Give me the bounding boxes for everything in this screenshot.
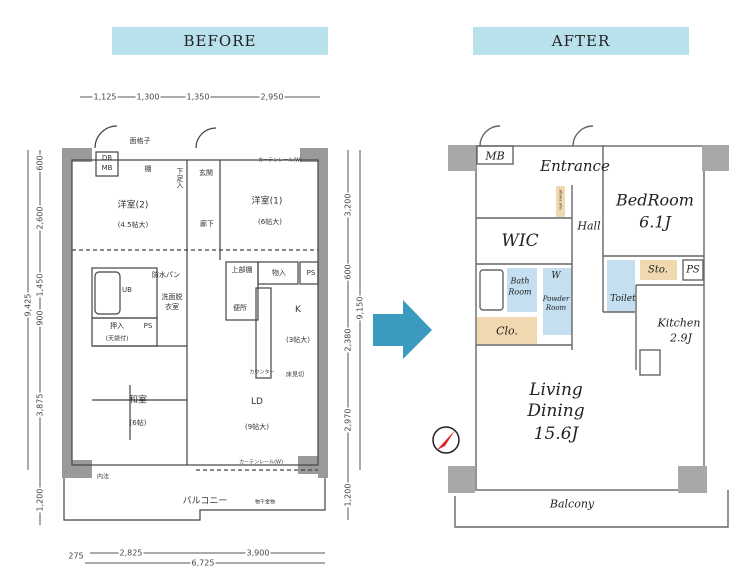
before-header: BEFORE	[112, 27, 328, 55]
label-curtain-top: カーテンレール(W)	[258, 157, 302, 164]
label-upper-shelf: 上部棚	[231, 266, 253, 274]
label-pan: 防水パン	[151, 271, 181, 279]
after-wic: WIC	[501, 231, 539, 251]
top-dim: 1,125	[92, 92, 118, 102]
label-washroom: 洗面脱衣室	[161, 293, 183, 311]
after-dining: Dining	[527, 401, 585, 421]
label-washitsu-size: (6帖)	[129, 419, 147, 427]
bottom-dim: 2,825	[118, 548, 144, 558]
label-kitchen: K	[295, 305, 301, 315]
after-ps: PS	[686, 264, 700, 276]
after-pillars	[448, 145, 729, 493]
label-ld: LD	[251, 397, 263, 407]
label-room1: 洋室(1)	[251, 196, 283, 207]
after-bedroom-size: 6.1J	[639, 212, 671, 232]
after-living: Living	[529, 380, 583, 400]
after-kitchen: Kitchen	[657, 316, 701, 330]
label-curtain-bottom: カーテンレール(W)	[239, 459, 283, 466]
compass-icon	[432, 426, 460, 454]
bottom-dim: 275	[67, 551, 85, 561]
label-counter: カウンター	[249, 369, 275, 376]
label-entrance: 玄関	[199, 169, 213, 177]
bottom-dim: 3,900	[245, 548, 271, 558]
top-dim: 1,350	[185, 92, 211, 102]
label-hanger: 物干金物	[254, 499, 276, 506]
after-entrance: Entrance	[540, 157, 610, 175]
after-header: AFTER	[473, 27, 689, 55]
top-dim: 1,300	[135, 92, 161, 102]
after-shoe-storage: Shoes Sto.	[558, 189, 564, 211]
label-washitsu: 和室	[128, 395, 148, 406]
label-oshiire: 押入	[110, 322, 124, 330]
label-shelf: 棚	[144, 165, 152, 173]
after-balcony: Balcony	[549, 497, 595, 511]
label-ub: UB	[122, 286, 132, 294]
after-bedroom: BedRoom	[616, 190, 694, 210]
after-kitchen-size: 2.9J	[670, 331, 692, 345]
label-room2-size: (4.5帖大)	[117, 221, 149, 229]
after-balcony-outline	[454, 490, 729, 528]
after-bath: Bath	[510, 276, 530, 286]
after-powder: Powder	[542, 295, 570, 303]
label-balcony: バルコニー	[182, 496, 228, 507]
label-kitchen-size: (3帖大)	[286, 336, 310, 344]
label-room1-size: (6帖大)	[258, 218, 282, 226]
top-dim: 2,950	[259, 92, 285, 102]
label-closet: 物入	[272, 269, 286, 277]
after-storage: Sto.	[648, 264, 668, 276]
after-ld-size: 15.6J	[533, 424, 579, 444]
label-shoe: 下足入	[176, 167, 184, 189]
label-floor-trim: 床見切	[285, 371, 305, 379]
after-washer: W	[551, 271, 561, 281]
label-sash: 内法	[96, 473, 110, 481]
before-interior	[71, 159, 319, 466]
label-mb: MB	[101, 164, 113, 172]
label-hall: 廊下	[200, 220, 214, 228]
bottom-dim: 6,725	[190, 558, 216, 568]
after-hall: Hall	[577, 219, 601, 233]
after-closet: Clo.	[496, 324, 518, 338]
label-ps2: PS	[143, 322, 153, 330]
label-toilet: 便所	[233, 304, 247, 312]
after-bath-room: Room	[508, 287, 532, 297]
before-balcony-outline	[63, 478, 326, 521]
label-oshiire-sub: (天袋付)	[105, 335, 129, 343]
label-ps: PS	[306, 269, 316, 277]
after-powder-room: Room	[545, 304, 567, 312]
after-room-fills	[477, 186, 677, 344]
after-toilet: Toilet	[610, 294, 636, 304]
label-db: DB	[101, 154, 113, 162]
label-grille: 面格子	[129, 137, 151, 145]
after-mb: MB	[485, 149, 505, 163]
label-ld-size: (9帖大)	[245, 423, 269, 431]
label-room2: 洋室(2)	[117, 200, 149, 211]
